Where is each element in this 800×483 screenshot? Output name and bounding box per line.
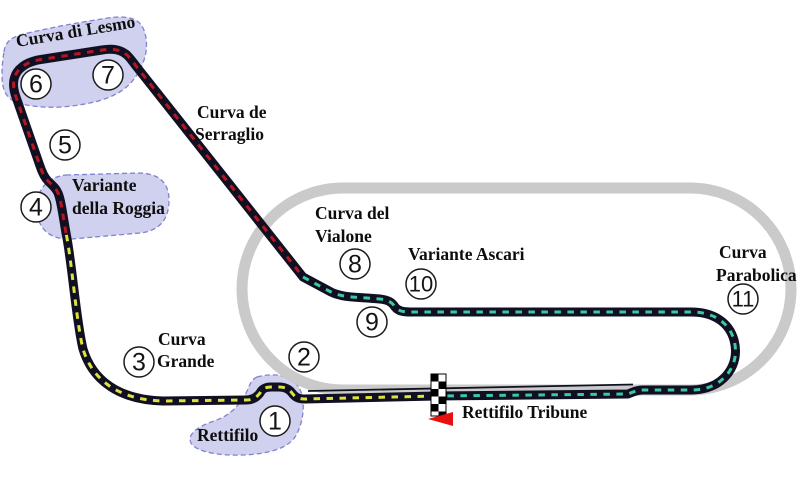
finish-line-checkered-flag-icon xyxy=(430,373,447,417)
corner-number: 8 xyxy=(348,251,362,279)
corner-marker-circle xyxy=(20,68,52,100)
label-grande-line2: Grande xyxy=(157,351,215,371)
corner-marker-circle xyxy=(288,341,320,373)
corner-number: 2 xyxy=(297,344,311,372)
corner-markers: 1 2 3 4 5 6 7 8 xyxy=(20,59,759,437)
corner-marker-2: 2 xyxy=(288,341,320,373)
corner-marker-5: 5 xyxy=(49,129,81,161)
label-serraglio-line1: Curva de xyxy=(197,102,267,122)
label-rettifilo: Rettifilo xyxy=(197,425,258,445)
corner-marker-circle xyxy=(20,191,52,223)
label-grande-line1: Curva xyxy=(158,329,206,349)
corner-number: 7 xyxy=(101,62,115,90)
corner-marker-circle xyxy=(356,306,388,338)
track-sector-dashes xyxy=(12,47,737,403)
label-parabolica-line1: Curva xyxy=(719,242,767,262)
corner-number: 10 xyxy=(409,272,433,297)
corner-marker-circle xyxy=(259,405,291,437)
corner-marker-circle xyxy=(727,283,759,315)
corner-number: 4 xyxy=(29,194,43,222)
label-roggia-line2: della Roggia xyxy=(72,198,165,218)
corner-marker-circle xyxy=(339,248,371,280)
corner-number: 1 xyxy=(268,408,282,436)
corner-number: 9 xyxy=(365,309,379,337)
corner-number: 3 xyxy=(132,349,146,377)
corner-marker-circle xyxy=(49,129,81,161)
corner-marker-circle xyxy=(123,346,155,378)
corner-marker-3: 3 xyxy=(123,346,155,378)
label-variante-ascari: Variante Ascari xyxy=(408,244,525,264)
corner-number: 6 xyxy=(29,71,43,99)
label-rettifilo-tribune: Rettifilo Tribune xyxy=(462,402,587,422)
corner-marker-circle xyxy=(405,268,437,300)
oval-banking-outline xyxy=(236,182,797,396)
corner-marker-4: 4 xyxy=(20,191,52,223)
corner-marker-10: 10 xyxy=(405,268,437,300)
corner-marker-7: 7 xyxy=(92,59,124,91)
label-serraglio-line2: Serraglio xyxy=(195,124,264,144)
corner-marker-8: 8 xyxy=(339,248,371,280)
direction-arrow-icon xyxy=(428,412,453,426)
corner-marker-6: 6 xyxy=(20,68,52,100)
corner-marker-1: 1 xyxy=(259,405,291,437)
label-vialone-line1: Curva del xyxy=(315,203,390,223)
label-parabolica-line2: Parabolica xyxy=(716,265,797,285)
sector-dash-yellow xyxy=(64,232,438,403)
corner-marker-11: 11 xyxy=(727,283,759,315)
label-vialone-line2: Vialone xyxy=(315,226,372,246)
corner-marker-circle xyxy=(92,59,124,91)
corner-marker-9: 9 xyxy=(356,306,388,338)
label-roggia-line1: Variante xyxy=(72,175,137,195)
sector-dash-teal xyxy=(302,275,737,398)
corner-number: 11 xyxy=(732,287,755,312)
corner-number: 5 xyxy=(58,132,72,160)
sector-dash-red xyxy=(12,47,305,278)
main-straight-divider-line xyxy=(307,383,634,392)
